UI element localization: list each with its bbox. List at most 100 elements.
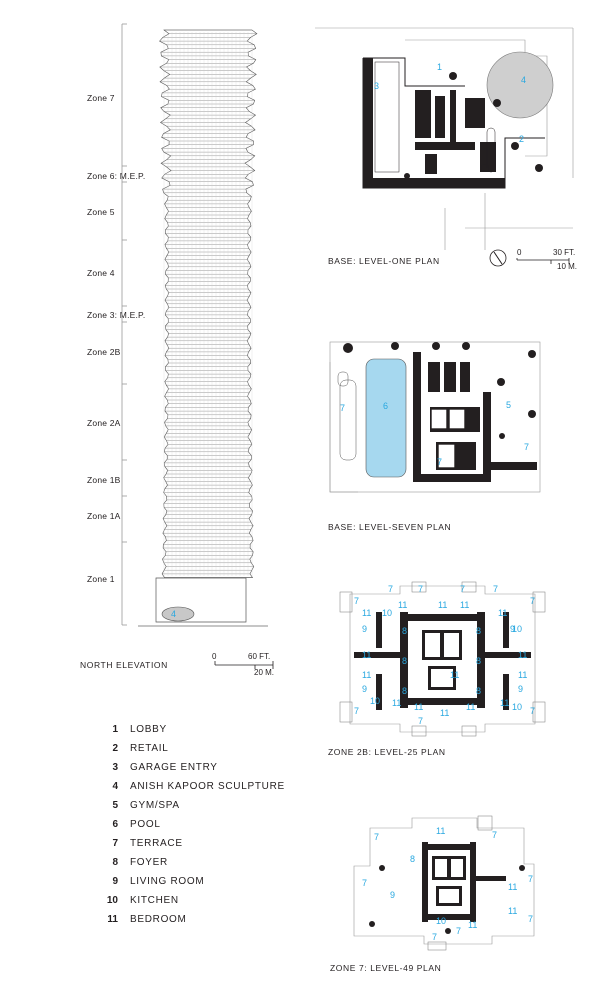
level-one-plan: 1 2 3 4 [315, 27, 574, 250]
legend-num-10: 10 [106, 895, 118, 906]
level-49-room-number: 8 [410, 854, 415, 864]
level-25-room-number: 9 [362, 624, 367, 634]
level-25-room-number: 7 [493, 584, 498, 594]
level-one-number-2: 2 [519, 134, 524, 144]
elevation-number-4: 4 [171, 609, 176, 619]
level-25-room-number: 8 [476, 626, 481, 636]
level-25-room-number: 7 [530, 596, 535, 606]
zone-bracket [121, 23, 127, 626]
north-elevation-caption: NORTH ELEVATION [80, 660, 168, 670]
level-seven-number-7a: 7 [340, 403, 345, 413]
level-one-scale-meters: 10 M. [557, 262, 578, 271]
zone-label-6: Zone 6: M.E.P. [87, 171, 146, 181]
elevation-scale-bar [214, 661, 274, 669]
level-49-room-number: 7 [528, 914, 533, 924]
level-25-caption: ZONE 2B: LEVEL-25 PLAN [328, 747, 446, 757]
legend-label-7: TERRACE [130, 838, 183, 849]
north-elevation-drawing: 4 [138, 29, 268, 627]
legend-num-6: 6 [112, 819, 118, 830]
level-one-number-1: 1 [437, 62, 442, 72]
legend-label-1: LOBBY [130, 724, 167, 735]
legend-label-8: FOYER [130, 857, 168, 868]
level-25-room-number: 10 [512, 624, 522, 634]
legend-num-7: 7 [112, 838, 118, 849]
level-49-room-number: 11 [508, 882, 517, 892]
legend-num-4: 4 [112, 781, 118, 792]
level-25-room-number: 11 [438, 600, 447, 610]
level-25-room-number: 11 [362, 650, 371, 660]
level-25-room-number: 7 [354, 596, 359, 606]
level-49-room-number: 11 [468, 920, 477, 930]
level-25-room-number: 11 [500, 698, 509, 708]
level-25-room-number: 9 [510, 624, 515, 634]
level-seven-plan: 5 6 7 7 7 [329, 341, 541, 493]
level-25-room-number: 11 [440, 708, 449, 718]
level-25-room-number: 8 [476, 686, 481, 696]
zone-label-1: Zone 1 [87, 574, 115, 584]
elevation-scale-zero: 0 [212, 652, 217, 661]
level-seven-caption: BASE: LEVEL-SEVEN PLAN [328, 522, 452, 532]
legend-num-8: 8 [112, 857, 118, 868]
level-seven-number-7b: 7 [524, 442, 529, 452]
legend-label-6: POOL [130, 819, 161, 830]
level-25-room-number: 11 [450, 670, 459, 680]
legend-label-2: RETAIL [130, 743, 169, 754]
level-25-room-number: 11 [414, 702, 423, 712]
level-25-room-number: 7 [388, 584, 393, 594]
elevation-scale-feet: 60 FT. [248, 652, 271, 661]
north-arrow-icon [489, 249, 507, 267]
level-25-room-number: 11 [498, 608, 507, 618]
elevation-scale-meters: 20 M. [254, 668, 275, 677]
level-49-room-number: 9 [390, 890, 395, 900]
level-25-room-number: 7 [354, 706, 359, 716]
level-25-room-number: 8 [476, 656, 481, 666]
zone-label-4: Zone 4 [87, 268, 115, 278]
level-49-room-number: 7 [362, 878, 367, 888]
level-25-room-number: 9 [518, 684, 523, 694]
zone-label-2a: Zone 2A [87, 418, 121, 428]
level-25-room-number: 7 [530, 706, 535, 716]
level-49-room-number: 7 [528, 874, 533, 884]
level-one-caption: BASE: LEVEL-ONE PLAN [328, 256, 440, 266]
level-25-room-number: 11 [460, 600, 469, 610]
level-49-room-number: 7 [456, 926, 461, 936]
zone-label-1b: Zone 1B [87, 475, 121, 485]
legend-label-5: GYM/SPA [130, 800, 180, 811]
kapoor-sculpture-footprint [486, 51, 554, 119]
level-25-room-number: 11 [466, 702, 475, 712]
legend-label-11: BEDROOM [130, 914, 187, 925]
zone-label-7: Zone 7 [87, 93, 115, 103]
level-25-room-number: 11 [362, 670, 371, 680]
level-25-room-number: 10 [512, 702, 522, 712]
level-25-room-number: 9 [362, 684, 367, 694]
zone-label-5: Zone 5 [87, 207, 115, 217]
legend-num-3: 3 [112, 762, 118, 773]
zone-label-3: Zone 3: M.E.P. [87, 310, 146, 320]
level-49-room-number: 7 [432, 932, 437, 942]
tower-outline [159, 29, 258, 578]
level-25-room-number: 11 [518, 670, 527, 680]
level-49-room-number: 7 [492, 830, 497, 840]
legend-num-1: 1 [112, 724, 118, 735]
legend-label-3: GARAGE ENTRY [130, 762, 218, 773]
level-25-room-number: 11 [518, 650, 527, 660]
level-25-room-number: 11 [392, 698, 401, 708]
level-one-number-3: 3 [374, 81, 379, 91]
level-seven-number-7c: 7 [437, 457, 442, 467]
legend-label-10: KITCHEN [130, 895, 179, 906]
level-25-room-number: 8 [402, 686, 407, 696]
level-25-room-number: 8 [402, 656, 407, 666]
level-25-room-number: 10 [370, 696, 380, 706]
anish-kapoor-sculpture [161, 606, 195, 622]
level-one-scale-bar [516, 258, 570, 264]
level-49-caption: ZONE 7: LEVEL-49 PLAN [330, 963, 442, 973]
level-49-room-number: 10 [436, 916, 446, 926]
level-one-number-4: 4 [521, 75, 526, 85]
zone-label-2b: Zone 2B [87, 347, 121, 357]
legend-label-9: LIVING ROOM [130, 876, 205, 887]
level-25-room-number: 7 [418, 716, 423, 726]
legend-num-9: 9 [112, 876, 118, 887]
level-49-room-number: 11 [436, 826, 445, 836]
